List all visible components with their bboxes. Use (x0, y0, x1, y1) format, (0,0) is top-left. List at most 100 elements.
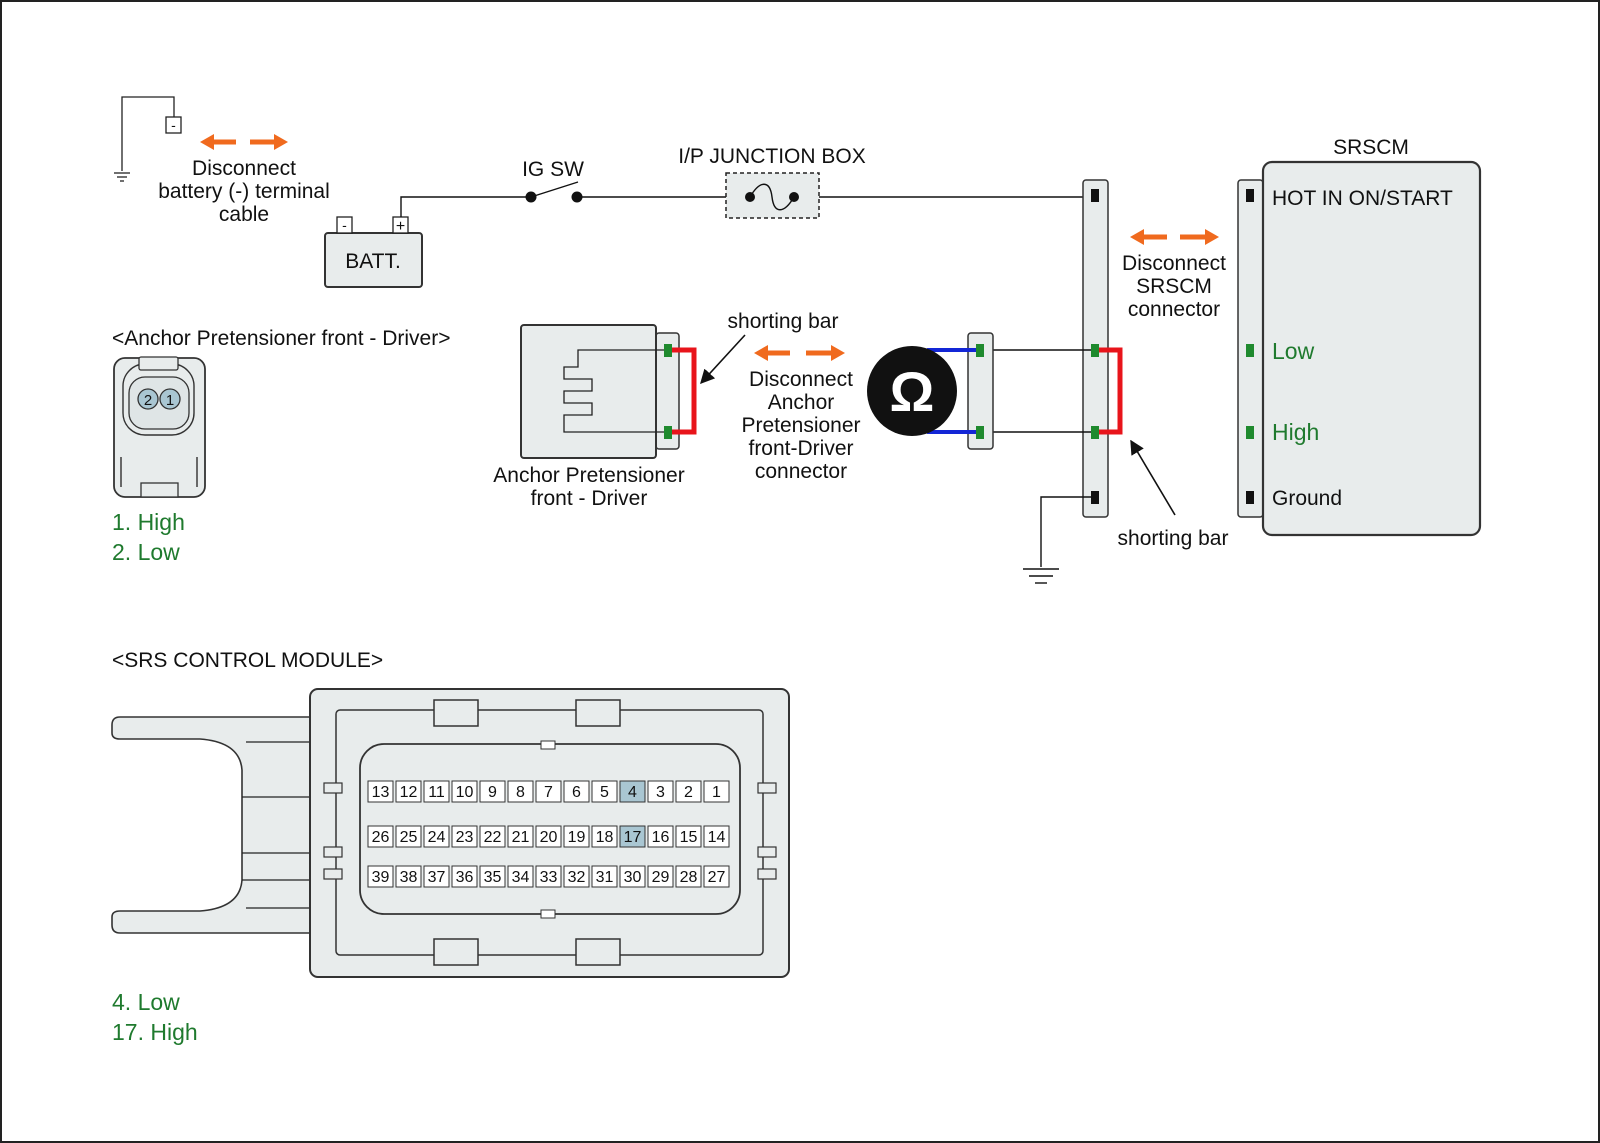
pin-number-35: 35 (484, 869, 502, 886)
disconnect-arrow-srscm (1130, 229, 1219, 245)
srscm-low: Low (1272, 338, 1315, 364)
pin-cell-3 (647, 780, 674, 803)
pin-number-9: 9 (488, 784, 497, 801)
battery-label: BATT. (345, 250, 401, 273)
pin-cell-31 (591, 865, 618, 888)
pin-number-34: 34 (512, 869, 530, 886)
pin-number-25: 25 (400, 829, 418, 846)
pin-number-36: 36 (456, 869, 474, 886)
disconnect-pretensioner-label-1: Disconnect (749, 368, 853, 391)
disconnect-srscm-label-1: Disconnect (1122, 252, 1226, 275)
pin-number-5: 5 (600, 784, 609, 801)
supply-wire (400, 196, 531, 217)
shorting-bar-harness-pointer (1130, 439, 1176, 516)
pin-cell-14 (703, 825, 730, 848)
pin-cell-15 (675, 825, 702, 848)
pin-cell-21 (507, 825, 534, 848)
battery-minus-sign: - (342, 217, 347, 233)
pin-number-39: 39 (372, 869, 390, 886)
pin-number-17: 17 (624, 829, 642, 846)
pin-number-8: 8 (516, 784, 525, 801)
pin-cell-2 (675, 780, 702, 803)
pin-cell-8 (507, 780, 534, 803)
pin-cell-19 (563, 825, 590, 848)
pin-cell-6 (563, 780, 590, 803)
pin-number-14: 14 (708, 829, 726, 846)
pin-number-4: 4 (628, 784, 637, 801)
pin-number-21: 21 (512, 829, 530, 846)
pin-cell-9 (479, 780, 506, 803)
control-module-section-title: <SRS CONTROL MODULE> (112, 649, 383, 672)
pin-cell-20 (535, 825, 562, 848)
pin-number-23: 23 (456, 829, 474, 846)
pin-cell-37 (423, 865, 450, 888)
pin-number-29: 29 (652, 869, 670, 886)
pin-cell-17 (619, 825, 646, 848)
disconnect-arrow-battery (200, 134, 288, 150)
terminal-minus-symbol: - (171, 117, 176, 133)
pin-number-37: 37 (428, 869, 446, 886)
srscm-title: SRSCM (1333, 136, 1409, 159)
disconnect-battery-label-1: Disconnect (192, 157, 296, 180)
junction-box-fuse (725, 172, 820, 219)
pin-number-31: 31 (596, 869, 614, 886)
pin-cell-16 (647, 825, 674, 848)
pretensioner-pin-1 (159, 388, 181, 410)
disconnect-pretensioner-label-4: front-Driver (748, 437, 853, 460)
shorting-bar-label-right: shorting bar (1118, 527, 1229, 550)
pin-cell-4 (619, 780, 646, 803)
pin-cell-39 (367, 865, 394, 888)
srscm-high: High (1272, 419, 1319, 445)
pin-cell-25 (395, 825, 422, 848)
pretensioner-pin-2-label: 2 (144, 392, 152, 409)
pin-number-27: 27 (708, 869, 726, 886)
pin-cell-5 (591, 780, 618, 803)
pretensioner-connector-face: 2 1 (113, 356, 206, 498)
pin-cell-10 (451, 780, 478, 803)
pretensioner-label-1: Anchor Pretensioner (493, 464, 684, 487)
shorting-bar-pretensioner-pointer (700, 334, 746, 385)
pin-cell-26 (367, 825, 394, 848)
pretensioner-legend-2: 2. Low (112, 539, 180, 565)
pin-number-30: 30 (624, 869, 642, 886)
pin-number-19: 19 (568, 829, 586, 846)
pin-cell-24 (423, 825, 450, 848)
pin-number-2: 2 (684, 784, 693, 801)
pin-cell-34 (507, 865, 534, 888)
srscm-module (1261, 160, 1482, 537)
disconnect-pretensioner-label-5: connector (755, 460, 847, 483)
pin-cell-1 (703, 780, 730, 803)
pin-number-33: 33 (540, 869, 558, 886)
pretensioner-legend-1: 1. High (112, 509, 185, 535)
pin-cell-30 (619, 865, 646, 888)
junction-box-label: I/P JUNCTION BOX (678, 145, 865, 168)
disconnect-battery-label-2: battery (-) terminal (158, 180, 330, 203)
disconnect-srscm-label-2: SRSCM (1136, 275, 1212, 298)
pin-number-16: 16 (652, 829, 670, 846)
pin-number-22: 22 (484, 829, 502, 846)
pin-cell-13 (367, 780, 394, 803)
battery: - + BATT. (324, 216, 423, 288)
pin-number-12: 12 (400, 784, 418, 801)
pin-cell-22 (479, 825, 506, 848)
pin-cell-23 (451, 825, 478, 848)
battery-terminal-ground: - (114, 96, 182, 182)
pin-cell-35 (479, 865, 506, 888)
pin-cell-38 (395, 865, 422, 888)
pin-number-32: 32 (568, 869, 586, 886)
pin-cell-18 (591, 825, 618, 848)
pin-cell-28 (675, 865, 702, 888)
pin-cell-29 (647, 865, 674, 888)
ohmmeter-icon: Ω (867, 346, 957, 436)
pin-number-38: 38 (400, 869, 418, 886)
pin-cell-32 (563, 865, 590, 888)
pin-cell-7 (535, 780, 562, 803)
harness-pin-low (1091, 344, 1099, 357)
pin-number-3: 3 (656, 784, 665, 801)
pin-number-7: 7 (544, 784, 553, 801)
pretensioner-pin-1-label: 1 (166, 392, 174, 409)
pin-cell-33 (535, 865, 562, 888)
pin-cell-36 (451, 865, 478, 888)
pin-number-28: 28 (680, 869, 698, 886)
